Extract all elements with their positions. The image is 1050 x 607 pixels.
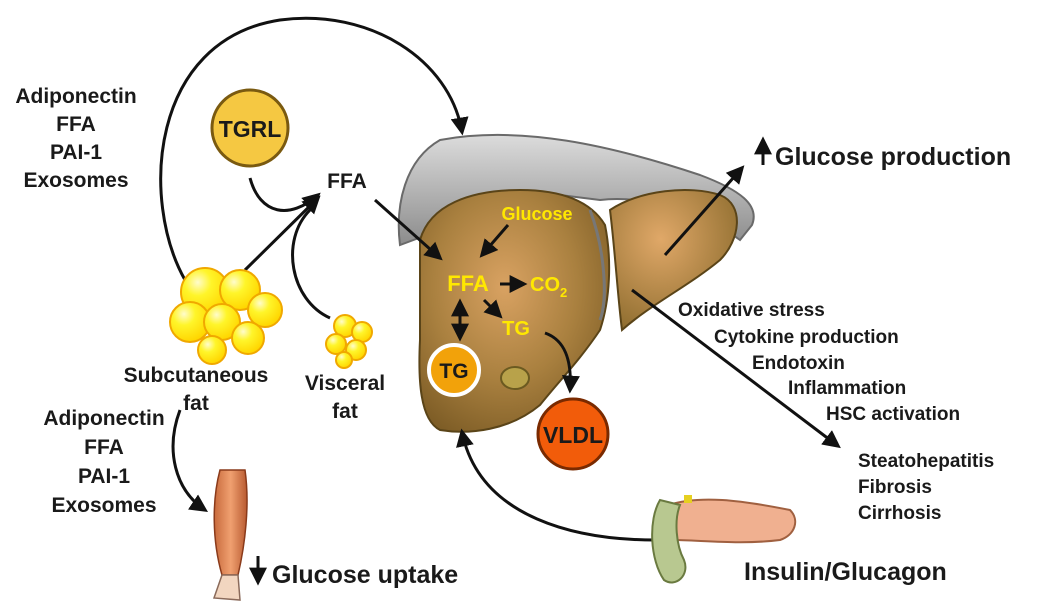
liver-inner-arrows <box>451 224 528 342</box>
list-item: HSC activation <box>826 404 960 425</box>
list-item: PAI-1 <box>50 141 102 164</box>
list-item: PAI-1 <box>78 465 130 488</box>
liver-illustration <box>397 133 755 433</box>
tg-circle-label: TG <box>439 360 468 383</box>
vldl-label: VLDL <box>543 422 603 448</box>
subcutaneous-fat-label-line2: fat <box>183 392 209 415</box>
list-item: Exosomes <box>51 494 156 517</box>
list-item: Fibrosis <box>858 477 932 498</box>
indicator-arrows <box>249 136 772 586</box>
list-item: Exosomes <box>23 169 128 192</box>
arrow-ffa-to-tg <box>482 298 503 319</box>
gallbladder <box>500 366 530 390</box>
liver-glucose-label: Glucose <box>501 204 572 224</box>
arrow-fat-to-muscle <box>171 409 208 512</box>
glucose-production-label: Glucose production <box>775 143 1011 171</box>
top-left-secreted-list: Adiponectin FFA PAI-1 Exosomes <box>15 85 136 192</box>
arrow-visceral-to-ffa <box>291 208 331 320</box>
liver-tg-label: TG <box>502 318 530 340</box>
list-item: Cirrhosis <box>858 503 941 524</box>
connectors <box>159 16 841 542</box>
arrow-pancreas-to-liver <box>456 428 656 542</box>
liver-right-lobe <box>608 189 738 333</box>
list-item: FFA <box>56 113 96 136</box>
subcutaneous-fat-label-line1: Subcutaneous <box>124 364 269 387</box>
list-item: FFA <box>84 436 124 459</box>
ffa-label: FFA <box>327 170 367 193</box>
arrow-tgrl-to-ffa <box>248 177 321 212</box>
glucose-uptake-label: Glucose uptake <box>272 561 458 589</box>
arrow-ffa-to-liver <box>374 198 443 261</box>
subcutaneous-fat-cluster <box>169 267 283 365</box>
outcomes-list: Steatohepatitis Fibrosis Cirrhosis <box>858 451 994 524</box>
arrow-tg-to-vldl <box>544 331 580 394</box>
arrow-subq-to-ffa <box>243 195 321 272</box>
visceral-fat-label-line1: Visceral <box>305 372 385 395</box>
list-item: Cytokine production <box>714 327 899 348</box>
insulin-glucagon-label: Insulin/Glucagon <box>744 558 947 586</box>
liver-co2-label: CO2 <box>530 274 567 300</box>
tgrl-label: TGRL <box>219 116 282 142</box>
arrow-glucose-production <box>663 165 745 256</box>
list-item: Inflammation <box>788 378 906 399</box>
pancreas-illustration <box>651 495 797 584</box>
muscle-leg-illustration <box>212 469 248 601</box>
arrow-fat-to-liver-top <box>159 16 469 281</box>
list-item: Oxidative stress <box>678 300 825 321</box>
list-item: Endotoxin <box>752 353 845 374</box>
tgrl-circle <box>210 88 290 168</box>
list-item: Adiponectin <box>15 85 136 108</box>
list-item: Steatohepatitis <box>858 451 994 472</box>
vldl-circle <box>536 397 610 471</box>
bottom-left-secreted-list: Adiponectin FFA PAI-1 Exosomes <box>43 407 164 517</box>
visceral-fat-cluster <box>325 314 373 369</box>
liver-ffa-label: FFA <box>447 271 489 296</box>
arrow-glucose-to-ffa <box>479 224 510 258</box>
stress-list: Oxidative stress Cytokine production End… <box>678 300 960 425</box>
visceral-fat-label-line2: fat <box>332 400 358 423</box>
list-item: Adiponectin <box>43 407 164 430</box>
co2-subscript: 2 <box>560 285 567 300</box>
tg-circle <box>427 343 481 397</box>
arrow-to-steatohepatitis <box>631 288 841 449</box>
